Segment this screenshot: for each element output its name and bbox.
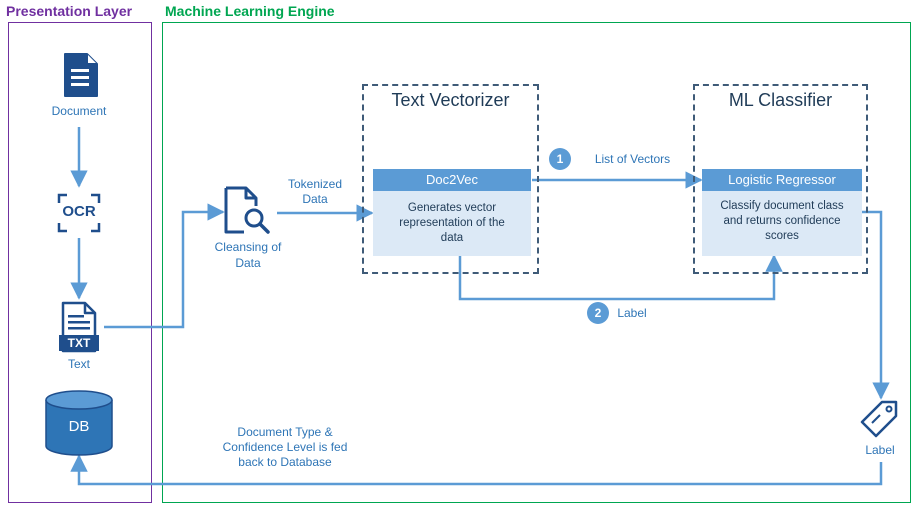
tokenized-label-line2: Data	[302, 192, 328, 206]
document-label: Document	[51, 104, 107, 118]
text-vectorizer-title: Text Vectorizer	[391, 90, 510, 110]
database-icon	[44, 390, 114, 456]
ml-classifier-frame	[693, 84, 868, 274]
arrow-label-to-db	[70, 454, 883, 486]
classifier-line3: scores	[765, 230, 799, 242]
step1-label: List of Vectors	[594, 152, 671, 166]
ml-engine-title: Machine Learning Engine	[165, 3, 335, 19]
cleansing-label-line2: Data	[235, 256, 261, 270]
text-label: Text	[67, 357, 90, 371]
step2-label: Label	[617, 306, 647, 320]
ocr-icon	[57, 193, 101, 233]
ocr-text: OCR	[62, 203, 96, 220]
tokenized-label-line1: Tokenized	[287, 177, 343, 191]
arrow-label-feedback	[458, 254, 783, 301]
feedback-line3: back to Database	[238, 455, 332, 469]
db-label: DB	[68, 418, 90, 435]
step2-badge: 2	[587, 302, 609, 324]
text-vectorizer-frame	[362, 84, 539, 274]
txt-file-icon	[59, 301, 99, 353]
step1-badge: 1	[549, 148, 571, 170]
logistic-regressor-header: Logistic Regressor	[702, 169, 862, 191]
classifier-line2: and returns confidence	[723, 215, 841, 227]
doc2vec-header: Doc2Vec	[373, 169, 531, 191]
feedback-line1: Document Type &	[237, 425, 333, 439]
ml-classifier-title: ML Classifier	[728, 90, 833, 110]
arrow-text-to-cleansing	[104, 203, 225, 329]
arrow-classifier-to-label	[862, 210, 890, 400]
label-tag-text: Label	[865, 443, 895, 457]
doc2vec-line2: representation of the	[399, 217, 505, 229]
doc2vec-line1: Generates vector	[407, 202, 497, 214]
ml-engine-frame	[162, 22, 911, 503]
txt-badge: TXT	[67, 336, 91, 350]
logistic-regressor-body: Classify document class and returns conf…	[702, 191, 862, 256]
presentation-layer-title: Presentation Layer	[6, 3, 133, 19]
doc2vec-line3: data	[440, 232, 464, 244]
classifier-line1: Classify document class	[720, 200, 844, 212]
doc2vec-body: Generates vector representation of the d…	[373, 191, 531, 256]
tag-icon	[860, 398, 900, 438]
feedback-line2: Confidence Level is fed	[222, 440, 348, 454]
document-icon	[61, 52, 99, 98]
feedback-text: Document Type & Confidence Level is fed …	[200, 425, 370, 470]
search-document-icon	[222, 186, 272, 236]
cleansing-label-line1: Cleansing of	[214, 240, 282, 254]
presentation-layer-frame	[8, 22, 152, 503]
